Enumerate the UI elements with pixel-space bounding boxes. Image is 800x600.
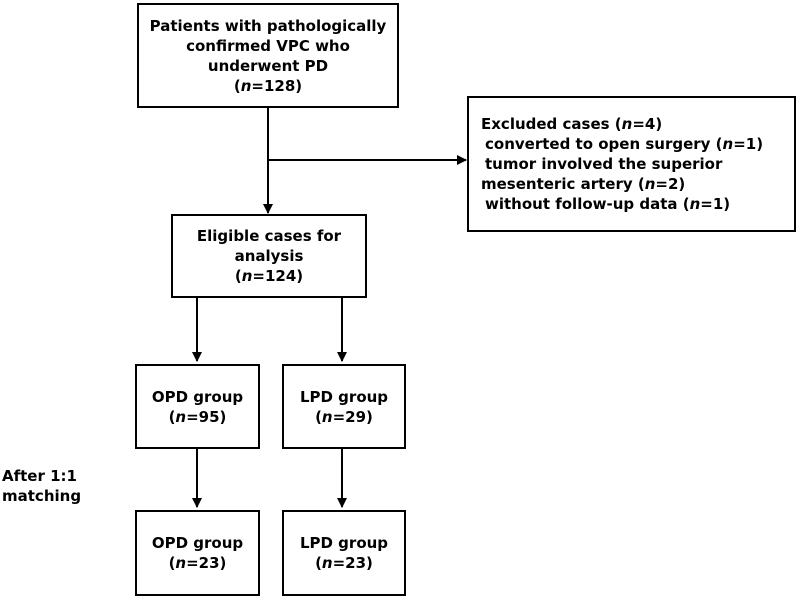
lpd-matched-box: LPD group (n=23)	[282, 510, 406, 596]
eligible-box: Eligible cases for analysis (n=124)	[171, 214, 367, 298]
opd-group-count: (n=95)	[168, 407, 227, 426]
lpd-group-count: (n=29)	[315, 407, 373, 426]
enrolled-line-3: underwent PD	[207, 56, 329, 75]
eligible-line-2: analysis	[234, 247, 304, 265]
enrolled-line-1: Patients with pathologically	[149, 16, 387, 35]
matching-label-line-2: matching	[2, 487, 82, 505]
lpd-matched-label: LPD group	[299, 534, 389, 552]
excluded-reason-3: mesenteric artery (n=2)	[481, 175, 686, 193]
lpd-matched-count: (n=23)	[315, 554, 373, 572]
opd-matched-label: OPD group	[151, 534, 244, 552]
opd-matched-count: (n=23)	[168, 554, 227, 572]
enrolled-count: (n=128)	[233, 76, 303, 95]
excluded-box: Excluded cases (n=4) converted to open s…	[467, 96, 796, 232]
enrolled-box: Patients with pathologically confirmed V…	[137, 3, 399, 108]
matching-label-line-1: After 1:1	[2, 467, 77, 485]
excluded-reason-1: converted to open surgery (n=1)	[485, 135, 764, 153]
opd-matched-box: OPD group (n=23)	[135, 510, 260, 596]
lpd-group-box: LPD group (n=29)	[282, 364, 406, 449]
excluded-title: Excluded cases (n=4)	[481, 115, 663, 133]
lpd-group-label: LPD group	[299, 387, 389, 406]
eligible-line-1: Eligible cases for	[196, 227, 342, 245]
excluded-reason-2: tumor involved the superior	[485, 155, 723, 173]
opd-group-box: OPD group (n=95)	[135, 364, 260, 449]
excluded-reason-4: without follow-up data (n=1)	[485, 195, 731, 213]
enrolled-line-2: confirmed VPC who	[186, 36, 350, 55]
eligible-count: (n=124)	[234, 267, 304, 285]
matching-label: After 1:1 matching	[2, 466, 81, 506]
opd-group-label: OPD group	[151, 387, 244, 406]
